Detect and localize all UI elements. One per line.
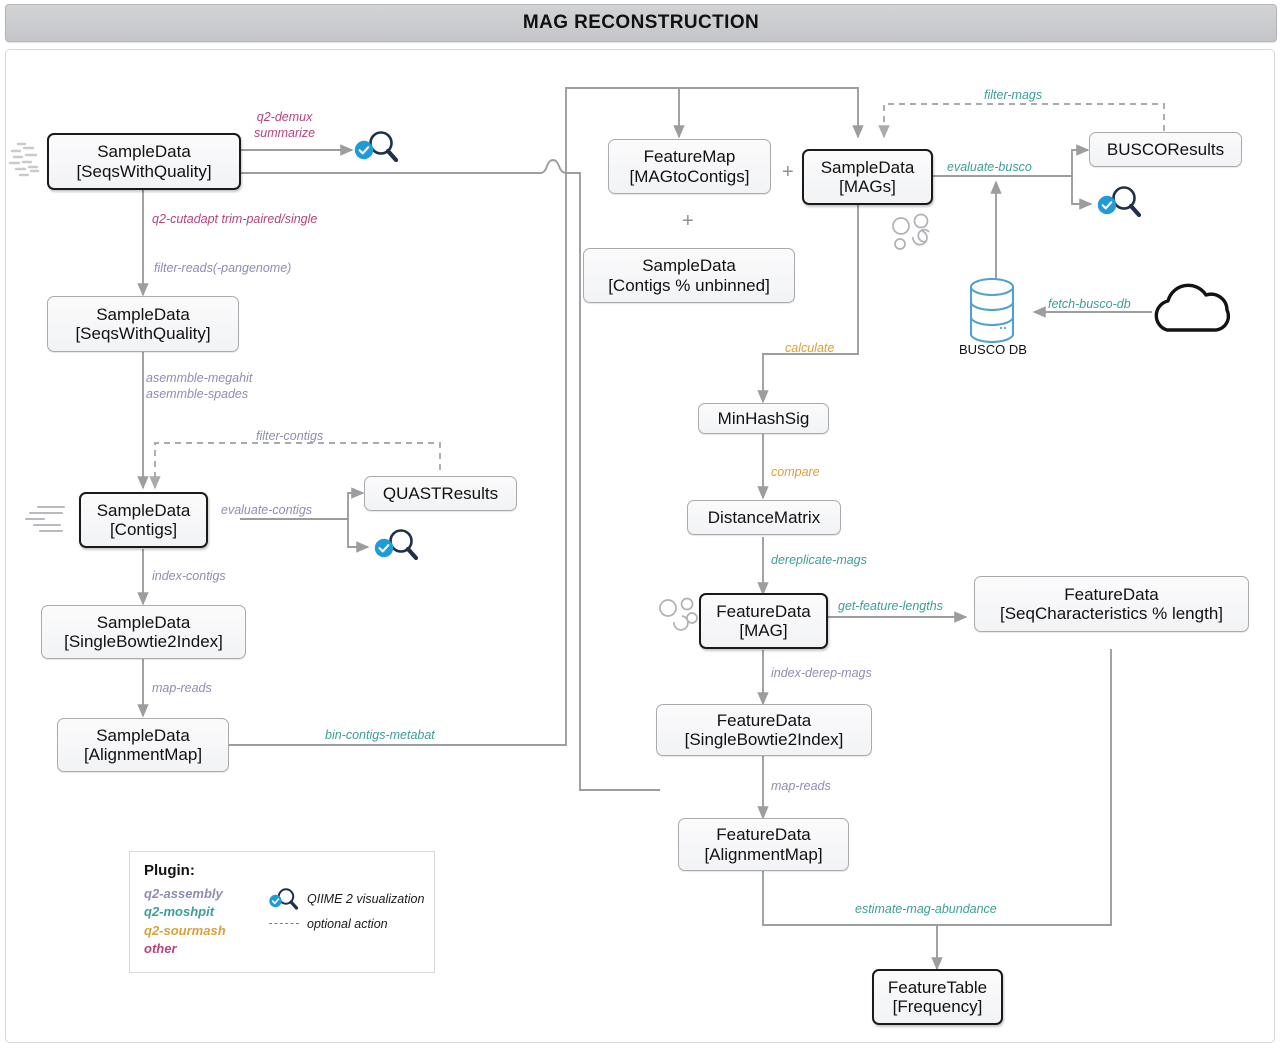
diagram-title-bar: MAG RECONSTRUCTION bbox=[5, 4, 1277, 42]
node-featuredata-mag[interactable]: FeatureData [MAG] bbox=[699, 593, 828, 649]
node-line-1: SampleData bbox=[97, 142, 191, 162]
node-line-2: [Frequency] bbox=[892, 997, 983, 1016]
node-line-2: [AlignmentMap] bbox=[83, 745, 203, 764]
legend-plugin-q2-moshpit: q2-moshpit bbox=[144, 904, 215, 920]
edge-label-demux-summarize: q2-demux summarize bbox=[254, 110, 316, 140]
legend-title: Plugin: bbox=[144, 862, 195, 879]
edge-label-get-feature-lengths: get-feature-lengths bbox=[838, 599, 943, 613]
edge-label-evaluate-contigs: evaluate-contigs bbox=[221, 503, 313, 517]
node-line-2: [MAGs] bbox=[839, 177, 896, 196]
node-line-1: FeatureData bbox=[716, 601, 811, 621]
edge-label-dereplicate-mags: dereplicate-mags bbox=[771, 553, 867, 567]
node-line-1: QUASTResults bbox=[382, 483, 499, 503]
edge-label-calculate: calculate bbox=[785, 341, 835, 355]
node-line-2: [SingleBowtie2Index] bbox=[684, 730, 844, 749]
node-line-2: [Contigs % unbinned] bbox=[608, 275, 770, 295]
edge-label-filter-mags: filter-mags bbox=[984, 88, 1043, 102]
node-line-1: SampleData bbox=[96, 304, 190, 324]
legend-row-visualization: QIIME 2 visualization bbox=[269, 886, 424, 911]
node-sampledata-seqswithquality-raw[interactable]: SampleData [SeqsWithQuality] bbox=[47, 133, 241, 190]
legend-plugin-q2-sourmash: q2-sourmash bbox=[144, 922, 226, 938]
node-line-1: DistanceMatrix bbox=[707, 507, 821, 527]
node-featuredata-singlebowtie2index[interactable]: FeatureData [SingleBowtie2Index] bbox=[656, 704, 872, 756]
edge-label-index-derep-mags: index-derep-mags bbox=[771, 666, 872, 680]
node-line-1: FeatureData bbox=[716, 710, 812, 730]
node-line-2: [SeqCharacteristics % length] bbox=[1000, 604, 1223, 623]
node-line-2: [Contigs] bbox=[109, 520, 178, 539]
node-featuremap-magtocontigs[interactable]: FeatureMap [MAGtoContigs] bbox=[608, 139, 771, 194]
node-line-2: [MAG] bbox=[739, 621, 788, 640]
legend-visualization-label: QIIME 2 visualization bbox=[307, 891, 425, 906]
edge-label-estimate-mag-abundance: estimate-mag-abundance bbox=[855, 902, 997, 916]
edge-label-fetch-busco-db: fetch-busco-db bbox=[1048, 297, 1131, 311]
legend-optional-label: optional action bbox=[307, 916, 388, 931]
node-line-2: [AlignmentMap] bbox=[704, 844, 823, 864]
edge-label-assemble: asemmble-megahit asemmble-spades bbox=[146, 371, 253, 401]
node-quastresults[interactable]: QUASTResults bbox=[364, 476, 517, 511]
plus-sign-featuremap-unbinned: + bbox=[682, 210, 694, 232]
qiime2-visualization-icon bbox=[269, 887, 299, 910]
node-featuredata-alignmentmap[interactable]: FeatureData [AlignmentMap] bbox=[678, 818, 849, 871]
node-line-1: SampleData bbox=[96, 725, 190, 745]
node-line-1: FeatureData bbox=[716, 825, 811, 845]
legend-row-optional: optional action bbox=[269, 911, 424, 936]
edge-label-index-contigs: index-contigs bbox=[152, 569, 226, 583]
busco-db-caption: BUSCO DB bbox=[959, 342, 1027, 357]
node-sampledata-contigs[interactable]: SampleData [Contigs] bbox=[79, 492, 208, 548]
node-line-1: SampleData bbox=[96, 612, 191, 632]
node-line-1: FeatureData bbox=[1064, 584, 1159, 604]
node-line-1: FeatureMap bbox=[643, 147, 736, 167]
legend-panel: Plugin: q2-assembly q2-moshpit q2-sourma… bbox=[129, 851, 435, 973]
node-line-1: FeatureTable bbox=[887, 977, 988, 997]
node-minhashsig[interactable]: MinHashSig bbox=[698, 403, 829, 434]
edge-label-cutadapt: q2-cutadapt trim-paired/single bbox=[152, 212, 318, 226]
edge-label-map-reads-left: map-reads bbox=[152, 681, 212, 695]
legend-plugin-q2-assembly: q2-assembly bbox=[144, 886, 223, 901]
node-line-2: [SingleBowtie2Index] bbox=[64, 632, 223, 651]
edge-label-evaluate-busco: evaluate-busco bbox=[947, 160, 1032, 174]
node-line-1: SampleData bbox=[642, 256, 736, 276]
node-featuredata-seqcharacteristics[interactable]: FeatureData [SeqCharacteristics % length… bbox=[974, 576, 1249, 632]
edge-label-compare: compare bbox=[771, 465, 820, 479]
edge-label-map-reads-right: map-reads bbox=[771, 779, 831, 793]
plus-sign-featuremap-mags: + bbox=[782, 161, 794, 183]
node-sampledata-contigs-unbinned[interactable]: SampleData [Contigs % unbinned] bbox=[583, 248, 795, 303]
node-line-1: SampleData bbox=[820, 157, 915, 177]
legend-plugin-other: other bbox=[144, 941, 177, 957]
node-line-2: [MAGtoContigs] bbox=[629, 166, 750, 186]
node-sampledata-seqswithquality-filtered[interactable]: SampleData [SeqsWithQuality] bbox=[47, 296, 239, 352]
edge-label-filter-contigs: filter-contigs bbox=[256, 429, 324, 443]
edge-label-bin-contigs-metabat: bin-contigs-metabat bbox=[325, 728, 435, 742]
legend-plugin-list: q2-assembly q2-moshpit q2-sourmash other bbox=[144, 885, 269, 959]
node-distancematrix[interactable]: DistanceMatrix bbox=[687, 500, 841, 535]
node-buscoresults[interactable]: BUSCOResults bbox=[1089, 132, 1242, 167]
node-line-1: SampleData bbox=[96, 500, 191, 520]
page-title: MAG RECONSTRUCTION bbox=[522, 12, 760, 33]
node-featuretable-frequency[interactable]: FeatureTable [Frequency] bbox=[872, 969, 1003, 1025]
node-sampledata-singlebowtie2index[interactable]: SampleData [SingleBowtie2Index] bbox=[41, 605, 246, 659]
node-line-1: BUSCOResults bbox=[1106, 139, 1225, 159]
node-line-2: [SeqsWithQuality] bbox=[75, 324, 211, 343]
node-line-2: [SeqsWithQuality] bbox=[76, 161, 212, 181]
edge-label-filter-reads: filter-reads(-pangenome) bbox=[154, 261, 292, 275]
node-sampledata-mags[interactable]: SampleData [MAGs] bbox=[802, 149, 933, 205]
node-line-1: MinHashSig bbox=[717, 408, 810, 428]
node-sampledata-alignmentmap[interactable]: SampleData [AlignmentMap] bbox=[57, 718, 229, 772]
dashed-line-icon bbox=[269, 923, 299, 924]
